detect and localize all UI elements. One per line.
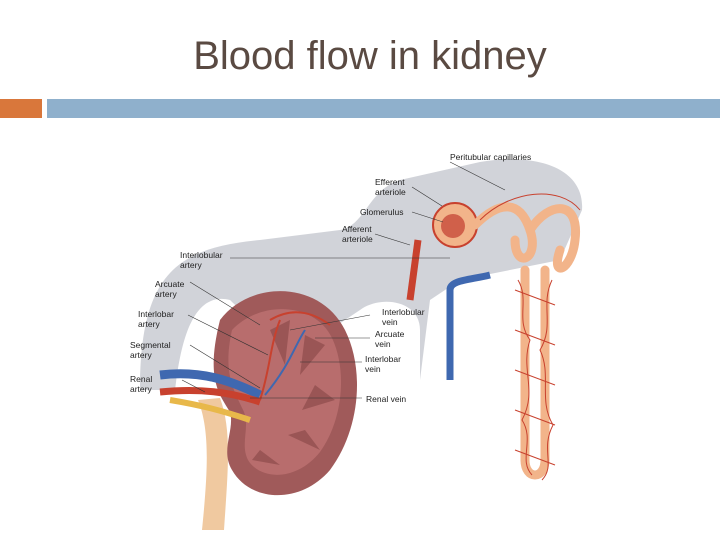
afferent-vessel (406, 239, 422, 301)
label-interlobular-artery-1: Interlobular (180, 250, 223, 260)
label-efferent-arteriole-1: Efferent (375, 177, 405, 187)
label-arcuate-artery-1: Arcuate (155, 279, 185, 289)
flow-path-band (140, 159, 583, 390)
interlobar-artery (259, 319, 281, 401)
arcuate-artery (269, 311, 331, 326)
label-interlobular-artery-2: artery (180, 260, 202, 270)
label-segmental-artery-2: artery (130, 350, 152, 360)
label-arcuate-artery-2: artery (155, 289, 177, 299)
label-interlobar-vein-1: Interlobar (365, 354, 401, 364)
label-renal-vein: Renal vein (366, 394, 406, 404)
kidney-blood-flow-diagram: Peritubular capillaries Efferent arterio… (130, 152, 583, 530)
label-afferent-arteriole-2: arteriole (342, 234, 373, 244)
slide-title: Blood flow in kidney (193, 34, 547, 78)
label-interlobular-vein-2: vein (382, 317, 398, 327)
glomerulus-tuft (441, 214, 465, 238)
interlobar-vein (264, 329, 306, 396)
label-renal-artery-1: Renal (130, 374, 152, 384)
header-bar (47, 99, 720, 118)
label-renal-artery-2: artery (130, 384, 152, 394)
leader-lines (181, 161, 506, 399)
renal-vein (159, 369, 263, 400)
renal-artery (159, 386, 262, 406)
label-interlobar-vein-2: vein (365, 364, 381, 374)
label-afferent-arteriole-1: Afferent (342, 224, 372, 234)
label-glomerulus: Glomerulus (360, 207, 403, 217)
nephron-tubules (470, 202, 581, 480)
label-interlobar-artery-1: Interlobar (138, 309, 174, 319)
renal-pelvis (169, 397, 251, 423)
label-arcuate-vein-2: vein (375, 339, 391, 349)
label-arcuate-vein-1: Arcuate (375, 329, 405, 339)
peritubular-capillary-net (479, 193, 581, 481)
interlobular-vein-vessel (446, 271, 491, 380)
renal-pyramids (252, 320, 335, 465)
label-efferent-arteriole-2: arteriole (375, 187, 406, 197)
label-segmental-artery-1: Segmental (130, 340, 171, 350)
label-interlobular-vein-1: Interlobular (382, 307, 425, 317)
ureter (198, 398, 228, 530)
label-interlobar-artery-2: artery (138, 319, 160, 329)
label-peritubular-capillaries: Peritubular capillaries (450, 152, 531, 162)
accent-bar (0, 99, 42, 118)
